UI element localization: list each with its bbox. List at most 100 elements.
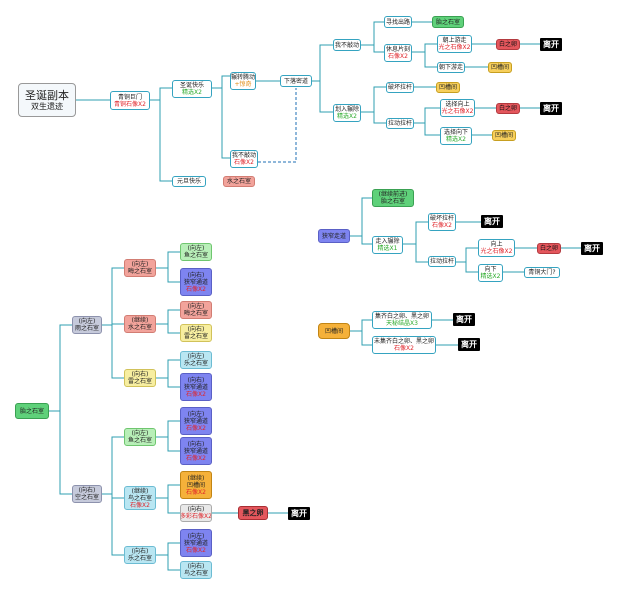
node-sub: 水之石室 bbox=[127, 324, 152, 331]
node-sub: 精选X1 bbox=[377, 245, 398, 252]
node-bai-egg-1: 白之卵 bbox=[496, 39, 520, 50]
node-label: (向左) bbox=[187, 410, 205, 418]
node-label: 走入辗除 bbox=[375, 238, 400, 245]
exit-badge: 离开 bbox=[453, 313, 475, 326]
node-sub: 晦之石室 bbox=[183, 310, 208, 317]
node-yuandan: 元旦快乐 bbox=[172, 176, 206, 187]
node-label: (向右) bbox=[187, 506, 205, 513]
node-chaoshang: 朝上游走 光之石像X2 bbox=[437, 35, 472, 53]
node-mid-bai: 白之卵 bbox=[537, 243, 561, 254]
node-sub: +惊奇 bbox=[234, 81, 252, 88]
node-sub: 狭窄通道 bbox=[183, 447, 208, 455]
node-label: 青铜巨门 bbox=[117, 93, 142, 101]
node-huaru: 划入辗除 精选X2 bbox=[333, 104, 361, 122]
node-aocao-head: 凹槽间 bbox=[318, 323, 350, 339]
node-label: 白之卵 bbox=[498, 41, 517, 48]
node-label: 朝下游走 bbox=[438, 64, 463, 71]
node-sub: 石像X2 bbox=[388, 53, 408, 60]
node-sub: 晦之石室 bbox=[127, 268, 152, 275]
node-sub: 乐之石室 bbox=[183, 360, 208, 367]
root-node: 圣诞副本 双生遗迹 bbox=[18, 83, 76, 117]
node-label: (向右) bbox=[131, 371, 149, 378]
node-label: (向右) bbox=[78, 487, 96, 494]
node-sub: 雷之石室 bbox=[183, 333, 208, 340]
node-sub: 胎之石室 bbox=[380, 198, 405, 205]
node-label: 向下 bbox=[484, 266, 497, 273]
leaf-duoluo: (向右) 多彩石像X2 bbox=[180, 504, 212, 522]
node-label: 破坏拉杆 bbox=[387, 84, 412, 91]
node-sub: 石像X2 bbox=[394, 345, 414, 352]
node-label: (继续) bbox=[187, 474, 205, 482]
node-shui-room: 水之石室 bbox=[223, 176, 255, 187]
node-sub: 精选X2 bbox=[446, 136, 466, 143]
leaf-xiazhai-4: (向右) 狭窄通道 石像X2 bbox=[180, 437, 212, 465]
node-label: 破坏拉杆 bbox=[429, 215, 454, 222]
node-label: (向左) bbox=[187, 245, 205, 252]
node-aocao-3: 凹槽间 bbox=[492, 130, 516, 141]
leaf-xiazhai-6: (向左) 狭窄通道 石像X2 bbox=[180, 529, 212, 557]
node-label: 集齐白之卵、黑之卵 bbox=[374, 313, 429, 320]
node-pohuai: 破坏拉杆 bbox=[386, 82, 414, 93]
node-mid-pohuai: 破坏拉杆 石像X2 bbox=[428, 213, 456, 231]
leaf-aocao: (继续) 凹槽间 石像X2 bbox=[180, 471, 212, 499]
node-sub: 凹槽间 bbox=[186, 481, 205, 489]
node-label: 圣诞快乐 bbox=[179, 82, 204, 89]
node-sub: 狭窄通道 bbox=[183, 539, 208, 547]
node-jixu: (继续前进) 胎之石室 bbox=[372, 189, 414, 207]
node-label: 选择向上 bbox=[445, 101, 470, 108]
node-sub: 天秘结晶X3 bbox=[386, 320, 418, 327]
exit-badge: 离开 bbox=[288, 507, 310, 520]
node-niao-room: (继续) 鸟之石室 石像X2 bbox=[124, 486, 156, 510]
node-yu2-room: (向左) 鱼之石室 bbox=[124, 428, 156, 446]
node-label: (向左) bbox=[187, 532, 205, 540]
node-sub: 石像X2 bbox=[234, 159, 254, 166]
node-xiuxi: 休息片刻 石像X2 bbox=[384, 44, 412, 62]
node-label: 未集齐白之卵、黑之卵 bbox=[373, 338, 434, 345]
node-label: (向右) bbox=[187, 563, 205, 570]
leaf-hui: (向左) 晦之石室 bbox=[180, 301, 212, 319]
node-label: 朝上游走 bbox=[442, 37, 467, 44]
node-label: 选择向下 bbox=[443, 129, 468, 136]
node-sub: 光之石像X2 bbox=[438, 44, 471, 51]
node-label: 划入辗除 bbox=[334, 106, 359, 113]
node-label: (继续) bbox=[131, 317, 149, 324]
node-label: 辗转腾动 bbox=[231, 74, 256, 81]
node-aocao-2: 凹槽间 bbox=[436, 82, 460, 93]
root-title: 圣诞副本 bbox=[25, 88, 69, 102]
node-label: (向左) bbox=[78, 318, 96, 325]
node-xuanze-down: 选择向下 精选X2 bbox=[440, 127, 472, 145]
node-chaoxia: 朝下游走 bbox=[437, 62, 465, 73]
node-label: 我不敲动 bbox=[334, 41, 359, 49]
node-label: 拉动拉杆 bbox=[387, 120, 412, 127]
node-label: 狭窄走道 bbox=[321, 232, 346, 240]
node-sub: 光之石像X2 bbox=[480, 248, 513, 255]
node-sub: 多彩石像X2 bbox=[180, 513, 212, 520]
node-label: 下落密道 bbox=[283, 77, 308, 85]
node-label: 白之卵 bbox=[498, 105, 517, 112]
node-label: (向左) bbox=[187, 303, 205, 310]
node-xiazhai-head: 狭窄走道 bbox=[318, 229, 350, 243]
node-label: (向左) bbox=[131, 430, 149, 437]
node-label: 向上 bbox=[490, 241, 503, 248]
node-ladong: 拉动拉杆 bbox=[386, 118, 414, 129]
node-zhuanyi: 辗转腾动 +惊奇 bbox=[230, 72, 256, 90]
leaf-lei: (向右) 雷之石室 bbox=[180, 324, 212, 342]
node-label: 凹槽间 bbox=[494, 132, 513, 139]
node-sub: 石像X2 bbox=[432, 222, 452, 229]
node-wobuaodong-low: 我不敲动 石像X2 bbox=[230, 150, 258, 168]
node-notcollect: 未集齐白之卵、黑之卵 石像X2 bbox=[372, 336, 436, 354]
node-tai-room-top: 胎之石室 bbox=[432, 16, 464, 28]
node-qingtong: 青铜巨门 青铜石像X2 bbox=[110, 91, 150, 110]
node-sub: 狭窄通道 bbox=[183, 383, 208, 391]
node-sub: 鱼之石室 bbox=[127, 437, 152, 444]
node-wobuaodong: 我不敲动 bbox=[333, 39, 361, 51]
node-label: 凹槽间 bbox=[438, 84, 457, 91]
node-bai-egg-2: 白之卵 bbox=[496, 103, 520, 114]
exit-badge: 离开 bbox=[481, 215, 503, 228]
node-collect: 集齐白之卵、黑之卵 天秘结晶X3 bbox=[372, 311, 432, 329]
node-label: 休息片刻 bbox=[385, 46, 410, 53]
node-sub: 鸟之石室 bbox=[183, 570, 208, 577]
node-label: 白之卵 bbox=[539, 245, 558, 252]
node-yu-room: (向左) 雨之石室 bbox=[72, 316, 102, 334]
node-xunzhao: 寻找出路 bbox=[384, 16, 412, 28]
